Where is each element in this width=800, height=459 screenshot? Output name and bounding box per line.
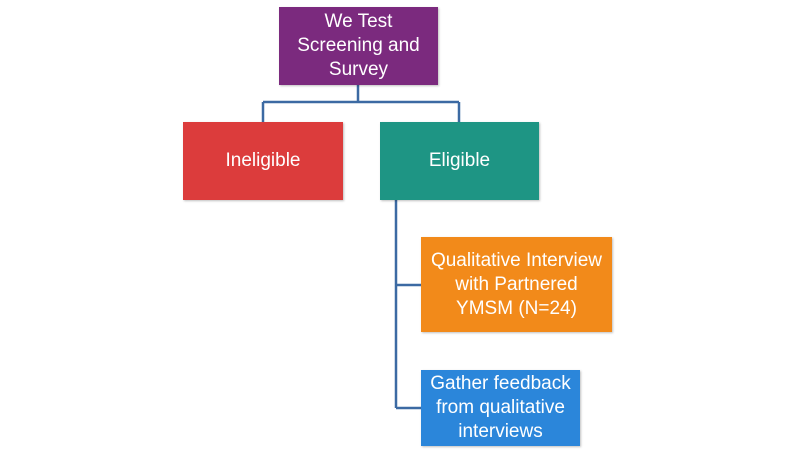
node-gather-feedback-label: Gather feedback from qualitative intervi… <box>430 373 571 442</box>
node-we-test-screening: We Test Screening and Survey <box>279 7 438 85</box>
node-ineligible: Ineligible <box>183 122 343 200</box>
node-ineligible-label: Ineligible <box>225 150 301 171</box>
node-eligible: Eligible <box>380 122 539 200</box>
node-eligible-label: Eligible <box>428 150 491 171</box>
node-gather-feedback: Gather feedback from qualitative intervi… <box>421 370 580 446</box>
node-qualitative-interview-label: Qualitative Interview with Partnered YMS… <box>430 249 603 319</box>
node-we-test-screening-label: We Test Screening and Survey <box>297 11 420 80</box>
node-qualitative-interview: Qualitative Interview with Partnered YMS… <box>421 237 612 332</box>
connector-group <box>261 85 461 410</box>
